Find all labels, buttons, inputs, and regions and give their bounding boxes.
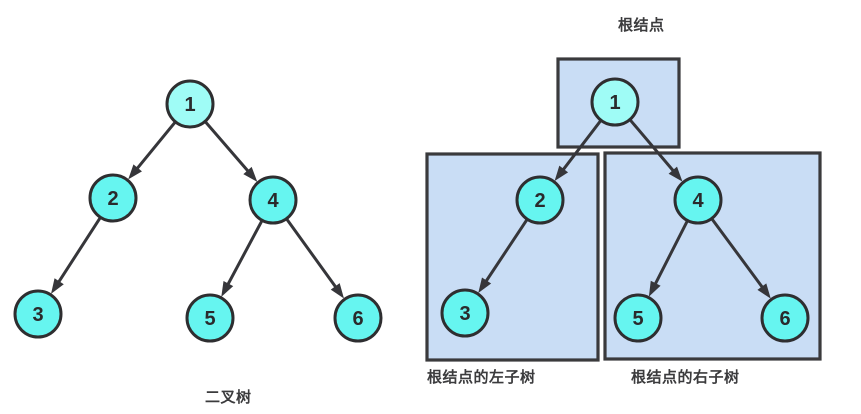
tree-edge — [483, 216, 530, 285]
arrow-head-icon — [554, 165, 569, 181]
node-value-label: 6 — [779, 308, 790, 330]
tree-node-2[interactable]: 2 — [515, 175, 565, 225]
tree-edge — [627, 117, 677, 175]
left-diagram-edges — [51, 119, 344, 299]
node-circle — [88, 173, 138, 223]
tree-edge — [134, 119, 178, 172]
arrow-head-icon — [221, 281, 234, 297]
node-value-label: 6 — [352, 308, 363, 330]
right-diagram-nodes: 1 2 3 4 5 6 — [440, 77, 810, 343]
tree-node-5[interactable]: 5 — [613, 293, 663, 343]
node-circle — [760, 293, 810, 343]
node-value-label: 3 — [459, 303, 470, 325]
tree-node-3[interactable]: 3 — [440, 288, 490, 338]
caption-right-subtree: 根结点的右子树 — [631, 369, 740, 386]
node-circle — [165, 79, 215, 129]
arrow-head-icon — [243, 166, 258, 182]
tree-edge — [652, 218, 690, 288]
arrow-head-icon — [668, 166, 683, 182]
tree-edge — [709, 216, 766, 291]
tree-node-3[interactable]: 3 — [13, 289, 63, 339]
tree-edge — [560, 117, 604, 173]
node-value-label: 5 — [204, 308, 215, 330]
tree-node-6[interactable]: 6 — [333, 293, 383, 343]
tree-node-4[interactable]: 4 — [248, 175, 298, 225]
arrow-head-icon — [128, 164, 142, 180]
node-value-label: 4 — [267, 190, 279, 212]
tree-node-2[interactable]: 2 — [88, 173, 138, 223]
node-circle — [13, 289, 63, 339]
caption-left-subtree: 根结点的左子树 — [427, 369, 536, 386]
caption-binary-tree: 二叉树 — [205, 389, 252, 406]
arrow-head-icon — [757, 283, 771, 299]
arrow-head-icon — [330, 283, 344, 299]
node-circle — [590, 77, 640, 127]
node-circle — [248, 175, 298, 225]
node-value-label: 1 — [184, 94, 195, 116]
arrow-head-icon — [51, 278, 64, 294]
node-value-label: 2 — [534, 190, 545, 212]
node-circle — [333, 293, 383, 343]
node-circle — [673, 175, 723, 225]
node-value-label: 3 — [32, 304, 43, 326]
tree-node-6[interactable]: 6 — [760, 293, 810, 343]
node-value-label: 1 — [609, 92, 620, 114]
node-circle — [440, 288, 490, 338]
arrow-head-icon — [478, 277, 492, 294]
tree-edge — [202, 119, 251, 175]
node-circle — [515, 175, 565, 225]
tree-edge — [56, 214, 103, 286]
node-circle — [185, 293, 235, 343]
caption-root-node: 根结点 — [618, 17, 665, 34]
node-circle — [613, 293, 663, 343]
tree-edge — [225, 217, 265, 288]
tree-node-1[interactable]: 1 — [590, 77, 640, 127]
left-diagram-nodes: 1 2 3 4 5 6 — [13, 79, 383, 343]
tree-node-5[interactable]: 5 — [185, 293, 235, 343]
tree-edge — [284, 216, 339, 291]
node-value-label: 5 — [632, 308, 643, 330]
right-diagram-edges — [478, 117, 771, 299]
arrow-head-icon — [648, 280, 661, 297]
tree-node-4[interactable]: 4 — [673, 175, 723, 225]
node-value-label: 2 — [107, 188, 118, 210]
node-value-label: 4 — [692, 190, 704, 212]
tree-node-1[interactable]: 1 — [165, 79, 215, 129]
